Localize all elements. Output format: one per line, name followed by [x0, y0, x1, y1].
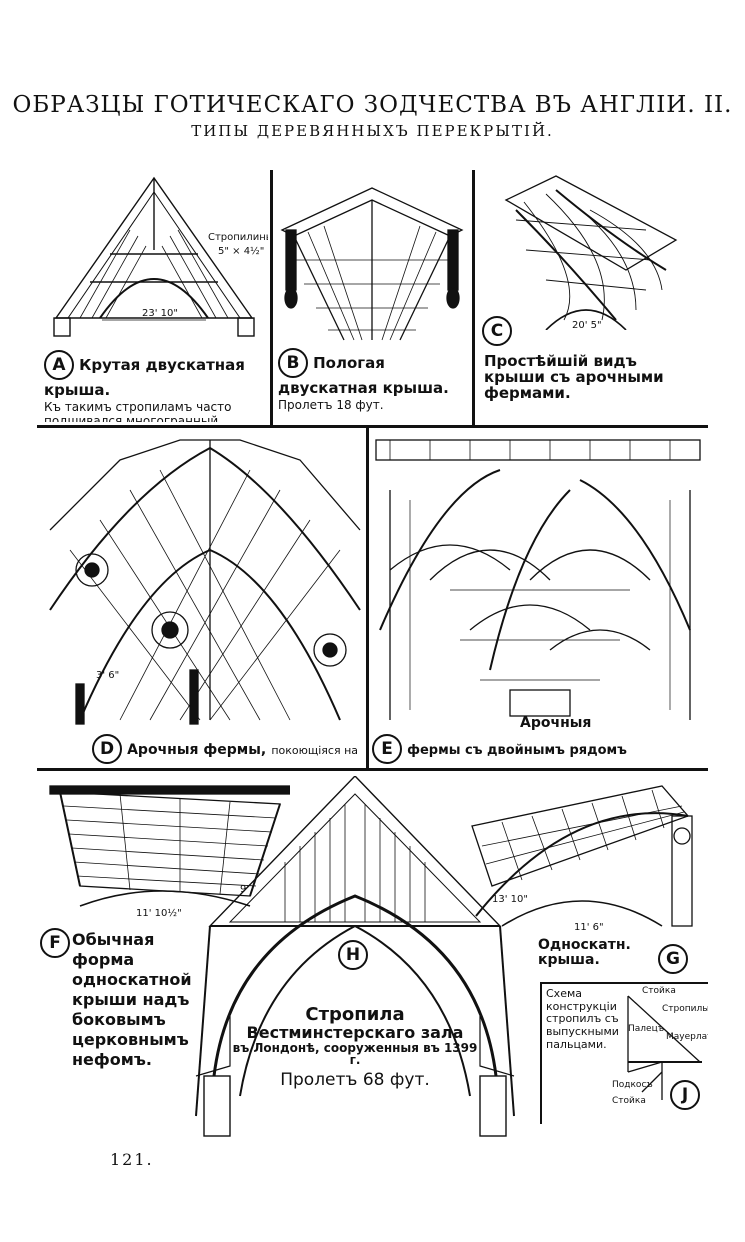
panel-g-letter-wrap: G	[658, 944, 688, 974]
panel-a-drawing	[53, 176, 255, 337]
page-title: ОБРАЗЦЫ ГОТИЧЕСКАГО ЗОДЧЕСТВА ВЪ АНГЛІИ.…	[12, 92, 733, 118]
panel-e-drawing	[375, 439, 701, 720]
page-subtitle: ТИПЫ ДЕРЕВЯННЫХЪ ПЕРЕКРЫТІЙ.	[191, 122, 554, 140]
panel-c-letter-wrap: C	[482, 316, 512, 346]
panel-d-caption-bold: Арочныя фермы,	[127, 742, 267, 758]
panel-c: 20' 5" C Простѣйшій видъ крыши съ арочны…	[476, 170, 706, 422]
panel-e-caption-top: Арочныя	[520, 715, 592, 731]
page-number: 121.	[110, 1150, 154, 1169]
panel-d-drawing	[49, 439, 361, 725]
panel-f-letter: F	[40, 928, 70, 958]
panel-b-caption: B Пологая двускатная крыша. Пролетъ 18 ф…	[278, 348, 468, 413]
panel-b-drawing	[280, 187, 464, 341]
panel-h-drawing	[195, 776, 515, 1137]
panel-a-label-rafters: Стропилины	[208, 232, 268, 243]
panel-d-caption: D Арочныя фермы, покоющіяся на дерев. па…	[92, 734, 362, 766]
panel-a-caption-text: Къ такимъ стропиламъ часто подшивался мн…	[44, 400, 232, 422]
divider-b-c	[472, 170, 475, 425]
panel-f-drawing	[49, 785, 290, 907]
panel-f-caption-bold: Обычная форма односкатной крыши надъ бок…	[72, 930, 192, 1069]
panel-g-letter: G	[658, 944, 688, 974]
panel-a-label-size: 5" × 4½"	[218, 246, 265, 257]
panel-f-dimension-1: 11' 10½"	[136, 908, 182, 919]
panel-j-letter-wrap: J	[670, 1080, 700, 1110]
panel-b-caption-text: Пролетъ 18 фут.	[278, 398, 384, 412]
panel-h-letter-wrap: H	[338, 940, 368, 970]
panel-a-dimension: 23' 10"	[142, 308, 178, 319]
panel-a-letter: A	[44, 350, 74, 380]
panel-h-caption-1: Стропила	[305, 1004, 405, 1025]
panel-j-label-mauerlat: Мауерлатъ	[666, 1032, 708, 1042]
panel-h: H Стропила Вестминстерскаго зала въ Лонд…	[190, 776, 520, 1142]
panel-j-label-rafters: Стропилы	[662, 1004, 708, 1014]
panel-e-caption: E фермы съ двойнымъ рядомъ пальцевъ.	[372, 734, 706, 766]
panel-j-label-post2: Стойка	[612, 1096, 646, 1106]
panel-c-dimension: 20' 5"	[572, 320, 602, 331]
divider-a-b	[270, 170, 273, 425]
panel-a: Стропилины 5" × 4½" 23' 10" A Крутая дву…	[40, 170, 268, 422]
panel-a-caption: A Крутая двускатная крыша. Къ такимъ стр…	[44, 350, 266, 422]
divider-d-e	[366, 428, 369, 768]
panel-h-letter: H	[338, 940, 368, 970]
panel-d: 3' 6" D Арочныя фермы, покоющіяся на дер…	[40, 430, 364, 766]
panel-b-caption-bold: Пологая двускатная крыша.	[278, 354, 449, 397]
panel-g-dimension-2: 13' 10"	[492, 894, 528, 905]
panel-g: 11' 6" 13' 10" Односкатн. крыша. G	[462, 776, 708, 976]
panel-h-caption: Стропила Вестминстерскаго зала въ Лондон…	[230, 1004, 480, 1090]
divider-row-2	[37, 768, 708, 771]
panel-e-caption-bold: фермы съ двойнымъ рядомъ пальцевъ.	[407, 743, 627, 758]
panel-b-letter: B	[278, 348, 308, 378]
panel-h-caption-3: въ Лондонѣ, сооруженныя въ 1399 г.	[232, 1040, 478, 1068]
panel-j-drawing	[627, 995, 702, 1100]
panel-j-label-finger: Палецъ	[628, 1024, 665, 1034]
panel-j-caption: Схема конструкціи стропилъ съ выпускными…	[546, 987, 619, 1051]
panel-g-dimension-1: 11' 6"	[574, 922, 604, 933]
panel-d-dimension: 3' 6"	[96, 670, 120, 681]
panel-g-drawing	[471, 785, 693, 927]
panel-j: Схема конструкціи стропилъ съ выпускными…	[540, 982, 708, 1124]
panel-j-label-brace: Подкосъ	[612, 1080, 653, 1090]
panel-g-caption-bold: Односкатн. крыша.	[538, 937, 631, 968]
panel-j-letter: J	[670, 1080, 700, 1110]
panel-h-caption-4: Пролетъ 68 фут.	[280, 1069, 430, 1090]
panel-e: Арочныя E фермы съ двойнымъ рядомъ пальц…	[370, 430, 706, 766]
panel-b: B Пологая двускатная крыша. Пролетъ 18 ф…	[274, 170, 470, 422]
panel-f-letter-wrap: F	[40, 928, 70, 958]
panel-j-label-post: Стойка	[642, 986, 676, 996]
panel-a-caption-bold: Крутая двускатная крыша.	[44, 356, 245, 399]
panel-d-caption-text: покоющіяся на дерев. пальцахъ, подпертых…	[271, 744, 358, 757]
panel-f: 11' 10½" 9' F Обычная форма односкатной …	[40, 776, 290, 1106]
panel-h-caption-2: Вестминстерскаго зала	[246, 1022, 464, 1042]
panel-c-caption-bold: Простѣйшій видъ крыши съ арочными фермам…	[484, 352, 664, 402]
panel-e-letter: E	[372, 734, 402, 764]
panel-c-letter: C	[482, 316, 512, 346]
panel-c-drawing	[504, 175, 678, 330]
panel-d-letter: D	[92, 734, 122, 764]
divider-row-1	[37, 425, 708, 428]
